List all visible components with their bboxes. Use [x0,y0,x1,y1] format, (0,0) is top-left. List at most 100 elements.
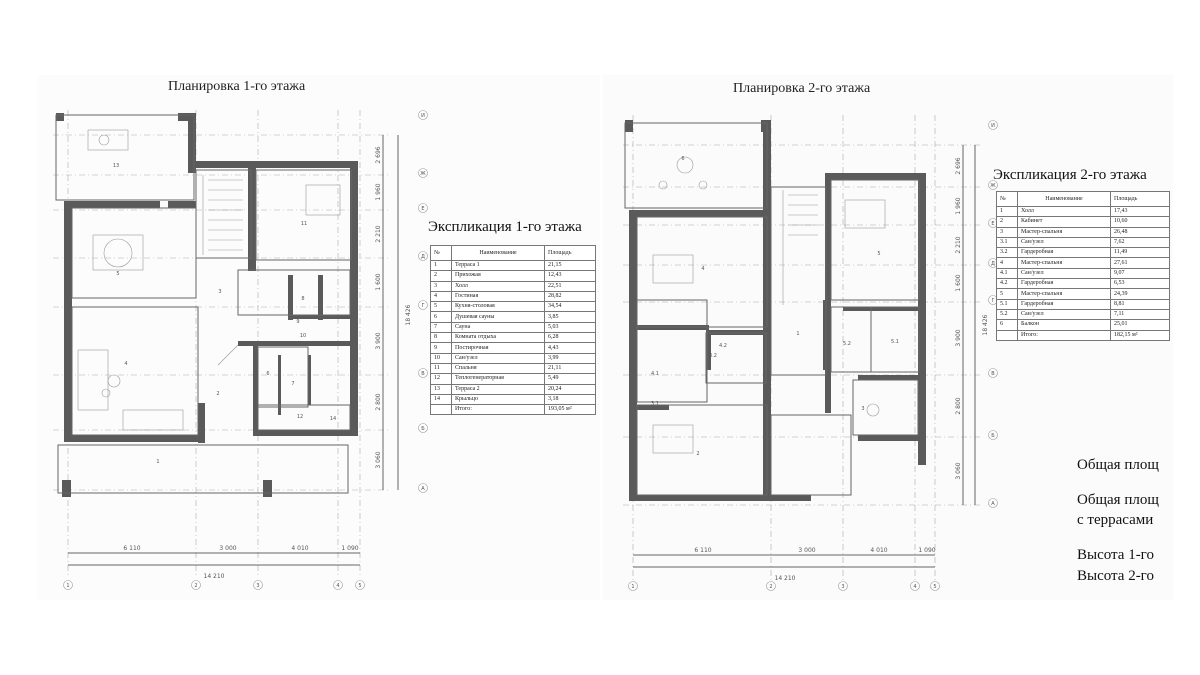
room-label: 5 [116,271,119,277]
cell-no: 13 [430,383,452,395]
axis-bubble: 1 [66,583,69,589]
cell-name: Гардеробная [1017,278,1111,290]
axis-bubble-circle [418,168,428,178]
cell-no: 4 [996,257,1018,269]
cell-no: 4.1 [996,267,1018,280]
cell-area: 34,54 [544,301,596,313]
cell-no: 8 [430,332,452,344]
axis-bubble: 2 [769,584,772,590]
cell-area: 28,82 [544,290,596,303]
table-total-row: Итого:193,05 м² [430,404,596,416]
cell-name: Сан/узел [1017,236,1111,249]
axis-bubble: Б [421,426,425,432]
cell-no: 1 [996,205,1018,218]
axis-bubble-circle [418,251,428,261]
room-label: 3.2 [709,353,717,359]
floor1-dimensions [68,135,399,566]
axis-bubble: Г [421,303,424,309]
dimension-value: 6 110 [694,547,711,554]
cell-no: 7 [430,321,452,334]
cell-no: 3.1 [996,236,1018,249]
cell-area: 10,60 [1110,216,1170,228]
dimension-value: 3 900 [375,332,382,349]
cell-name: Мастер-спальня [1017,257,1111,269]
cell-empty [430,404,452,416]
cell-area: 3,85 [544,311,596,323]
axis-bubble: 3 [256,583,259,589]
dimension-value: 1 960 [375,183,382,200]
room-label: 6 [266,371,269,377]
axis-bubble-circle [418,423,428,433]
cell-no: 5 [430,301,452,313]
axis-bubble: И [991,123,995,129]
axis-bubble-circle [418,300,428,310]
axis-bubble: Ж [990,183,996,189]
note-total-area-terraces: Общая площ [1077,492,1159,508]
cell-area: 27,61 [1110,257,1170,269]
axis-bubble-circle [988,368,998,378]
floor2-dimensions [633,145,976,568]
room-label: 6 [681,156,684,162]
cell-no: 3 [430,280,452,292]
cell-no: 6 [996,319,1018,331]
cell-no: 14 [430,393,452,406]
cell-area: 4,43 [544,342,596,354]
axis-bubble-circle [191,580,201,590]
dimension-value: 3 060 [375,451,382,468]
cell-name: Терраса 2 [450,383,546,395]
room-label: 11 [301,221,307,227]
axis-bubble: 1 [631,584,634,590]
axis-bubble: А [991,501,995,507]
room-label: 4 [124,361,127,367]
table-header-row: № Наименование Площадь [996,191,1170,207]
axis-bubble-circle [63,580,73,590]
cell-name: Кабинет [1017,216,1111,228]
cell-area: 6,28 [544,332,596,344]
table-total-row: Итого:182,15 м² [996,329,1170,341]
dimension-value: 4 010 [870,547,887,554]
axis-bubble: 5 [358,583,361,589]
room-label: 8 [301,296,304,302]
header-no: № [430,245,452,261]
floor1-plan-title: Планировка 1-го этажа [168,79,306,94]
cell-name: Сан/узел [450,352,546,364]
cell-name: Спальня [450,362,546,375]
cell-area: 17,43 [1110,205,1170,218]
cell-area: 11,49 [1110,247,1170,259]
room-label: 5.2 [843,341,851,347]
cell-name: Холл [450,280,546,292]
cell-area: 24,39 [1110,288,1170,300]
axis-bubble: В [421,371,425,377]
room-label: 4.1 [651,371,659,377]
cell-name: Гостиная [450,290,546,303]
axis-bubble: Д [421,254,425,260]
cell-name: Мастер-спальня [1017,226,1111,238]
cell-name: Мастер-спальня [1017,288,1111,300]
axis-bubble-circle [910,581,920,591]
header-area: Площадь [1110,191,1170,207]
room-label: 14 [330,416,336,422]
floor1-explication-title: Экспликация 1-го этажа [428,219,582,235]
dimension-value: 1 090 [918,547,935,554]
total-value: 193,05 м² [544,404,596,416]
floor1-interior [55,114,352,494]
dimension-value: 3 060 [955,462,962,479]
dimension-value: 4 010 [291,545,308,552]
dimension-value: 2 696 [955,157,962,174]
floor1-walls [56,113,358,497]
dimension-value: 1 600 [375,273,382,290]
